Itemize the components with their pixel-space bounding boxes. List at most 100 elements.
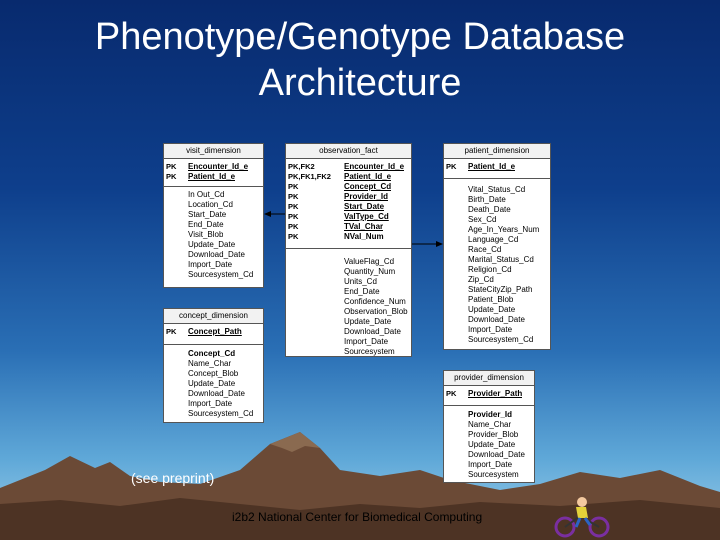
field: Sourcesystem_Cd: [188, 409, 254, 418]
table-header: provider_dimension: [444, 371, 534, 386]
field: Concept_Cd: [188, 349, 236, 358]
field: Age_In_Years_Num: [468, 225, 540, 234]
pk-label: PK,FK1,FK2: [288, 172, 331, 181]
field: Update_Date: [188, 240, 236, 249]
pk-section: PK Provider_Path: [444, 386, 534, 405]
pk-label: PK: [166, 172, 177, 181]
pk-field: Provider_Id: [344, 192, 389, 201]
pk-label: PK: [166, 327, 177, 336]
field: Update_Date: [188, 379, 236, 388]
table-header: concept_dimension: [164, 309, 263, 324]
pk-field: Concept_Cd: [344, 182, 392, 191]
title-line-1: Phenotype/Genotype Database: [94, 16, 626, 58]
field: Download_Date: [188, 389, 245, 398]
field: Import_Date: [188, 399, 233, 408]
pk-section: PK,FK2 Encounter_Id_e PK,FK1,FK2 Patient_I…: [286, 159, 411, 248]
pk-field: ValType_Cd: [344, 212, 389, 221]
field: Birth_Date: [468, 195, 506, 204]
pk-field: Concept_Path: [188, 327, 242, 336]
table-header: observation_fact: [286, 144, 411, 159]
field: Import_Date: [188, 260, 233, 269]
pk-label: PK,FK2: [288, 162, 315, 171]
field: End_Date: [344, 287, 380, 296]
field: Sex_Cd: [468, 215, 497, 224]
field: Provider_Blob: [468, 430, 519, 439]
visit-fact-connector: [264, 211, 285, 217]
table-header: patient_dimension: [444, 144, 550, 159]
field: Race_Cd: [468, 245, 502, 254]
field: Death_Date: [468, 205, 511, 214]
pk-field: Start_Date: [344, 202, 385, 211]
field: Sourcesystem: [344, 347, 395, 356]
pk-field: TVal_Char: [344, 222, 384, 231]
pk-field: Patient_Id_e: [188, 172, 236, 181]
patient-dimension-table: patient_dimension PK Patient_Id_e Vital_S…: [443, 143, 551, 350]
field: Import_Date: [468, 460, 513, 469]
slide-title: Phenotype/Genotype Database Architecture: [0, 14, 720, 106]
pk-label: PK: [288, 232, 299, 241]
pk-label: PK: [446, 389, 457, 398]
field: Update_Date: [468, 305, 516, 314]
field: Visit_Blob: [188, 230, 224, 239]
field: Update_Date: [344, 317, 392, 326]
pk-section: PK Patient_Id_e: [444, 159, 550, 178]
field-section: Concept_Cd Name_Char Concept_Blob Update…: [164, 344, 263, 419]
pk-field: Patient_Id_e: [468, 162, 516, 171]
field-section: Vital_Status_Cd Birth_Date Death_Date Se…: [444, 178, 550, 345]
pk-field: Encounter_Id_e: [344, 162, 405, 171]
field: Concept_Blob: [188, 369, 239, 378]
field: Sourcesystem: [468, 470, 519, 479]
cyclist-icon: [554, 497, 610, 538]
field: Location_Cd: [188, 200, 233, 209]
field-section: Provider_Id Name_Char Provider_Blob Upda…: [444, 405, 534, 480]
field: Units_Cd: [344, 277, 377, 286]
concept-dimension-table: concept_dimension PK Concept_Path Concept…: [163, 308, 264, 423]
field: Sourcesystem_Cd: [188, 270, 254, 279]
field: Confidence_Num: [344, 297, 406, 306]
pk-label: PK: [288, 202, 299, 211]
pk-field: Encounter_Id_e: [188, 162, 249, 171]
field: Language_Cd: [468, 235, 519, 244]
field: Observation_Blob: [344, 307, 408, 316]
table-header: visit_dimension: [164, 144, 263, 159]
field: Download_Date: [188, 250, 245, 259]
pk-label: PK: [288, 212, 299, 221]
pk-label: PK: [166, 162, 177, 171]
field: Start_Date: [188, 210, 227, 219]
field: Download_Date: [468, 450, 525, 459]
field: Download_Date: [468, 315, 525, 324]
pk-field: NVal_Num: [344, 232, 384, 241]
field: Import_Date: [468, 325, 513, 334]
observation-fact-table: observation_fact PK,FK2 Encounter_Id_e PK…: [285, 143, 412, 357]
field: In Out_Cd: [188, 190, 225, 199]
field: ValueFlag_Cd: [344, 257, 395, 266]
pk-section: PK Encounter_Id_e PK Patient_Id_e: [164, 159, 263, 186]
field: Quantity_Num: [344, 267, 396, 276]
provider-dimension-table: provider_dimension PK Provider_Path Provi…: [443, 370, 535, 483]
field: Zip_Cd: [468, 275, 494, 284]
patient-fact-connector: [412, 241, 443, 247]
caption: (see preprint): [131, 470, 215, 486]
pk-section: PK Concept_Path: [164, 324, 263, 344]
field: Patient_Blob: [468, 295, 514, 304]
field-section: In Out_Cd Location_Cd Start_Date End_Dat…: [164, 186, 263, 280]
pk-label: PK: [288, 222, 299, 231]
field: Name_Char: [188, 359, 232, 368]
pk-label: PK: [446, 162, 457, 171]
field: End_Date: [188, 220, 224, 229]
pk-label: PK: [288, 182, 299, 191]
field: Download_Date: [344, 327, 401, 336]
pk-field: Patient_Id_e: [344, 172, 392, 181]
visit-dimension-table: visit_dimension PK Encounter_Id_e PK Patie…: [163, 143, 264, 288]
pk-field: Provider_Path: [468, 389, 523, 398]
field: Import_Date: [344, 337, 389, 346]
field: Marital_Status_Cd: [468, 255, 534, 264]
field: Religion_Cd: [468, 265, 512, 274]
pk-label: PK: [288, 192, 299, 201]
field: Update_Date: [468, 440, 516, 449]
field: Sourcesystem_Cd: [468, 335, 534, 344]
field: Vital_Status_Cd: [468, 185, 526, 194]
